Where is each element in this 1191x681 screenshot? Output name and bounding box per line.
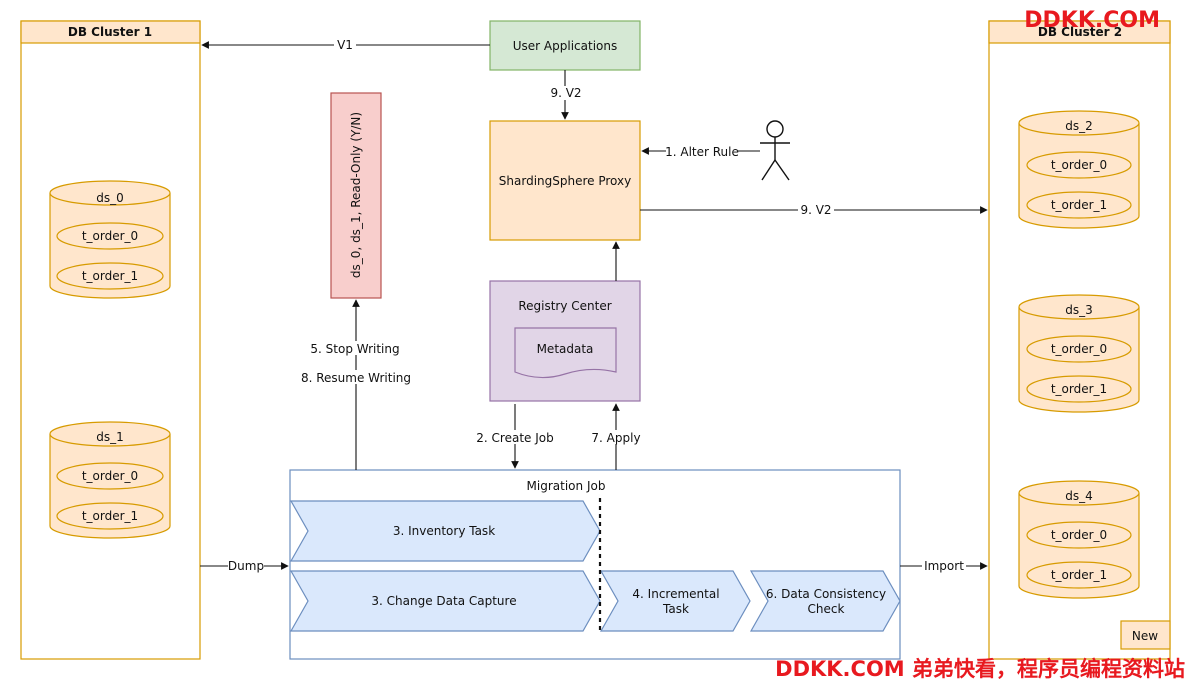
ds4-table-1 [1026, 561, 1132, 589]
incremental-task-label-1: 4. Incremental [632, 587, 719, 601]
proxy-box: ShardingSphere Proxy [489, 120, 641, 241]
ds2-table-1 [1026, 191, 1132, 219]
inventory-task-step [289, 500, 601, 562]
ds1-label: ds_1 [96, 430, 124, 444]
ds0-table-1-label: t_order_1 [82, 269, 138, 283]
db-cluster-1: DB Cluster 1 [20, 20, 201, 660]
consistency-check-label-2: Check [808, 602, 845, 616]
edge-import-label: Import [924, 559, 964, 573]
registry-center-label: Registry Center [518, 299, 611, 313]
ds4-label: ds_4 [1065, 489, 1093, 503]
ds4-cylinder: ds_4 t_order_0 t_order_1 [1018, 480, 1140, 599]
migration-job-title: Migration Job [527, 479, 606, 493]
ds0-table-0 [56, 222, 164, 250]
migration-job-container: Migration Job 3. Inventory Task 3. Chang… [289, 469, 901, 660]
metadata-document [514, 327, 617, 379]
edge-stop-writing-label: 5. Stop Writing [310, 342, 399, 356]
operator-icon [760, 120, 790, 181]
ds2-table-0-label: t_order_0 [1051, 158, 1107, 172]
cdc-step [289, 570, 601, 632]
incremental-task-step [599, 570, 751, 632]
readonly-label: ds_0, ds_1, Read-Only (Y/N) [349, 112, 363, 278]
ds2-label: ds_2 [1065, 119, 1093, 133]
edge-v2-down-label: 9. V2 [550, 86, 581, 100]
ds1-cylinder: ds_1 t_order_0 t_order_1 [49, 421, 171, 539]
ds1-table-1 [56, 502, 164, 530]
user-applications-label: User Applications [513, 39, 617, 53]
ds0-cylinder: ds_0 t_order_0 t_order_1 [49, 180, 171, 299]
new-badge-label: New [1132, 629, 1158, 643]
cdc-label: 3. Change Data Capture [371, 594, 516, 608]
new-badge: New [1120, 620, 1171, 650]
ds0-label: ds_0 [96, 191, 124, 205]
consistency-check-label-1: 6. Data Consistency [766, 587, 886, 601]
edge-labels: V1 9. V2 9. V2 1. Alter Rule 5. Stop Wri… [228, 38, 966, 573]
watermark-top: DDKK.COM [1024, 8, 1160, 33]
ds4-table-1-label: t_order_1 [1051, 568, 1107, 582]
proxy-label: ShardingSphere Proxy [499, 174, 631, 188]
inventory-task-label: 3. Inventory Task [393, 524, 495, 538]
ds4-table-0 [1026, 521, 1132, 549]
ds1-table-1-label: t_order_1 [82, 509, 138, 523]
db-cluster-2-title: DB Cluster 2 [1038, 25, 1122, 39]
ds3-label: ds_3 [1065, 303, 1093, 317]
db-cluster-1-title: DB Cluster 1 [68, 25, 152, 39]
edge-v1-label: V1 [337, 38, 353, 52]
ds2-cylinder: ds_2 t_order_0 t_order_1 [1018, 110, 1140, 229]
consistency-check-step [749, 570, 901, 632]
edge-v2-right-label: 9. V2 [800, 203, 831, 217]
ds0-table-0-label: t_order_0 [82, 229, 138, 243]
incremental-task-label-2: Task [662, 602, 689, 616]
ds3-cylinder: ds_3 t_order_0 t_order_1 [1018, 294, 1140, 413]
ds1-table-0-label: t_order_0 [82, 469, 138, 483]
ds4-table-0-label: t_order_0 [1051, 528, 1107, 542]
watermark-bottom: DDKK.COM 弟弟快看，程序员编程资料站 [775, 657, 1185, 681]
ds0-table-1 [56, 262, 164, 290]
edge-resume-writing-label: 8. Resume Writing [301, 371, 411, 385]
ds2-table-0 [1026, 151, 1132, 179]
registry-center-box: Registry Center Metadata [489, 280, 641, 402]
ds2-table-1-label: t_order_1 [1051, 198, 1107, 212]
readonly-box: ds_0, ds_1, Read-Only (Y/N) [330, 92, 382, 299]
ds3-table-1-label: t_order_1 [1051, 382, 1107, 396]
edge-alter-rule-label: 1. Alter Rule [665, 145, 739, 159]
edge-apply-label: 7. Apply [591, 431, 640, 445]
ds3-table-0-label: t_order_0 [1051, 342, 1107, 356]
ds3-table-1 [1026, 375, 1132, 403]
user-applications-box: User Applications [489, 20, 641, 71]
ds1-table-0 [56, 462, 164, 490]
ds3-table-0 [1026, 335, 1132, 363]
edge-create-job-label: 2. Create Job [476, 431, 553, 445]
metadata-label: Metadata [537, 342, 594, 356]
edge-dump-label: Dump [228, 559, 264, 573]
